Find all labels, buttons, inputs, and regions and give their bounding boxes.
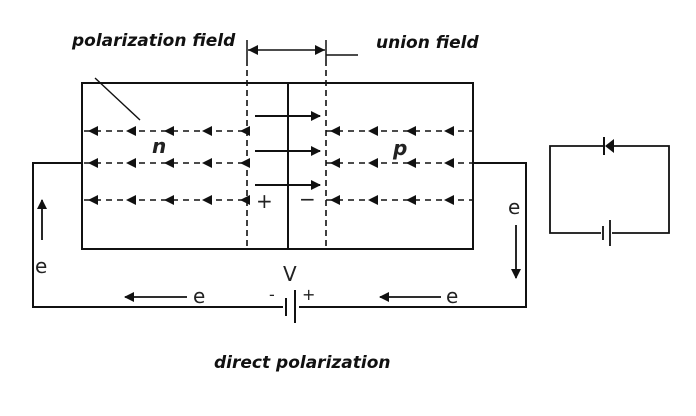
field-arrowhead (240, 158, 250, 168)
field-arrowhead (406, 126, 416, 136)
electron-label-left: e (35, 254, 47, 278)
field-arrowhead (240, 195, 250, 205)
field-arrowhead (444, 158, 454, 168)
field-arrowhead (406, 195, 416, 205)
plus-charge-label: + (256, 189, 273, 213)
field-arrowhead (88, 126, 98, 136)
circuit-wire-right (297, 162, 527, 308)
field-arrowhead (126, 158, 136, 168)
union-width-arrowhead-right (315, 45, 325, 55)
battery-icon (283, 290, 299, 323)
field-arrowhead (240, 126, 250, 136)
field-arrowhead (164, 126, 174, 136)
polarization-field-arrows (84, 126, 472, 205)
union-field-arrows (255, 111, 321, 190)
field-arrowhead (88, 158, 98, 168)
battery-plus-label: + (302, 285, 315, 304)
field-arrowhead (444, 195, 454, 205)
caption: direct polarization (214, 353, 391, 373)
union-field-label: union field (376, 33, 479, 53)
field-arrowhead (330, 126, 340, 136)
electron-label-bottom-left: e (193, 284, 205, 308)
field-arrowhead (368, 126, 378, 136)
equivalent-circuit (549, 137, 670, 246)
field-arrowhead (202, 195, 212, 205)
electron-label-bottom-right: e (446, 284, 458, 308)
battery-icon (602, 220, 611, 246)
field-arrowhead (164, 158, 174, 168)
field-arrowhead (202, 158, 212, 168)
field-arrowhead (330, 195, 340, 205)
field-arrowhead (202, 126, 212, 136)
n-region-label: n (152, 134, 166, 158)
union-width-arrowhead-left (248, 45, 258, 55)
polarization-field-label: polarization field (71, 31, 236, 51)
field-arrowhead (88, 195, 98, 205)
field-arrowhead (444, 126, 454, 136)
minus-charge-label: − (299, 187, 316, 211)
polarization-field-pointer (94, 77, 141, 121)
field-arrowhead (126, 195, 136, 205)
field-arrowhead (330, 158, 340, 168)
semiconductor-block (81, 82, 474, 250)
field-arrowhead (164, 195, 174, 205)
circuit-wire-left (32, 162, 284, 308)
p-region-label: p (392, 136, 407, 160)
field-arrowhead (406, 158, 416, 168)
field-arrowhead (368, 195, 378, 205)
diode-icon (603, 137, 614, 155)
electron-label-right: e (508, 195, 520, 219)
field-arrowhead (126, 126, 136, 136)
voltage-label: V (283, 262, 297, 286)
field-arrowhead (368, 158, 378, 168)
battery-minus-label: - (269, 285, 275, 304)
